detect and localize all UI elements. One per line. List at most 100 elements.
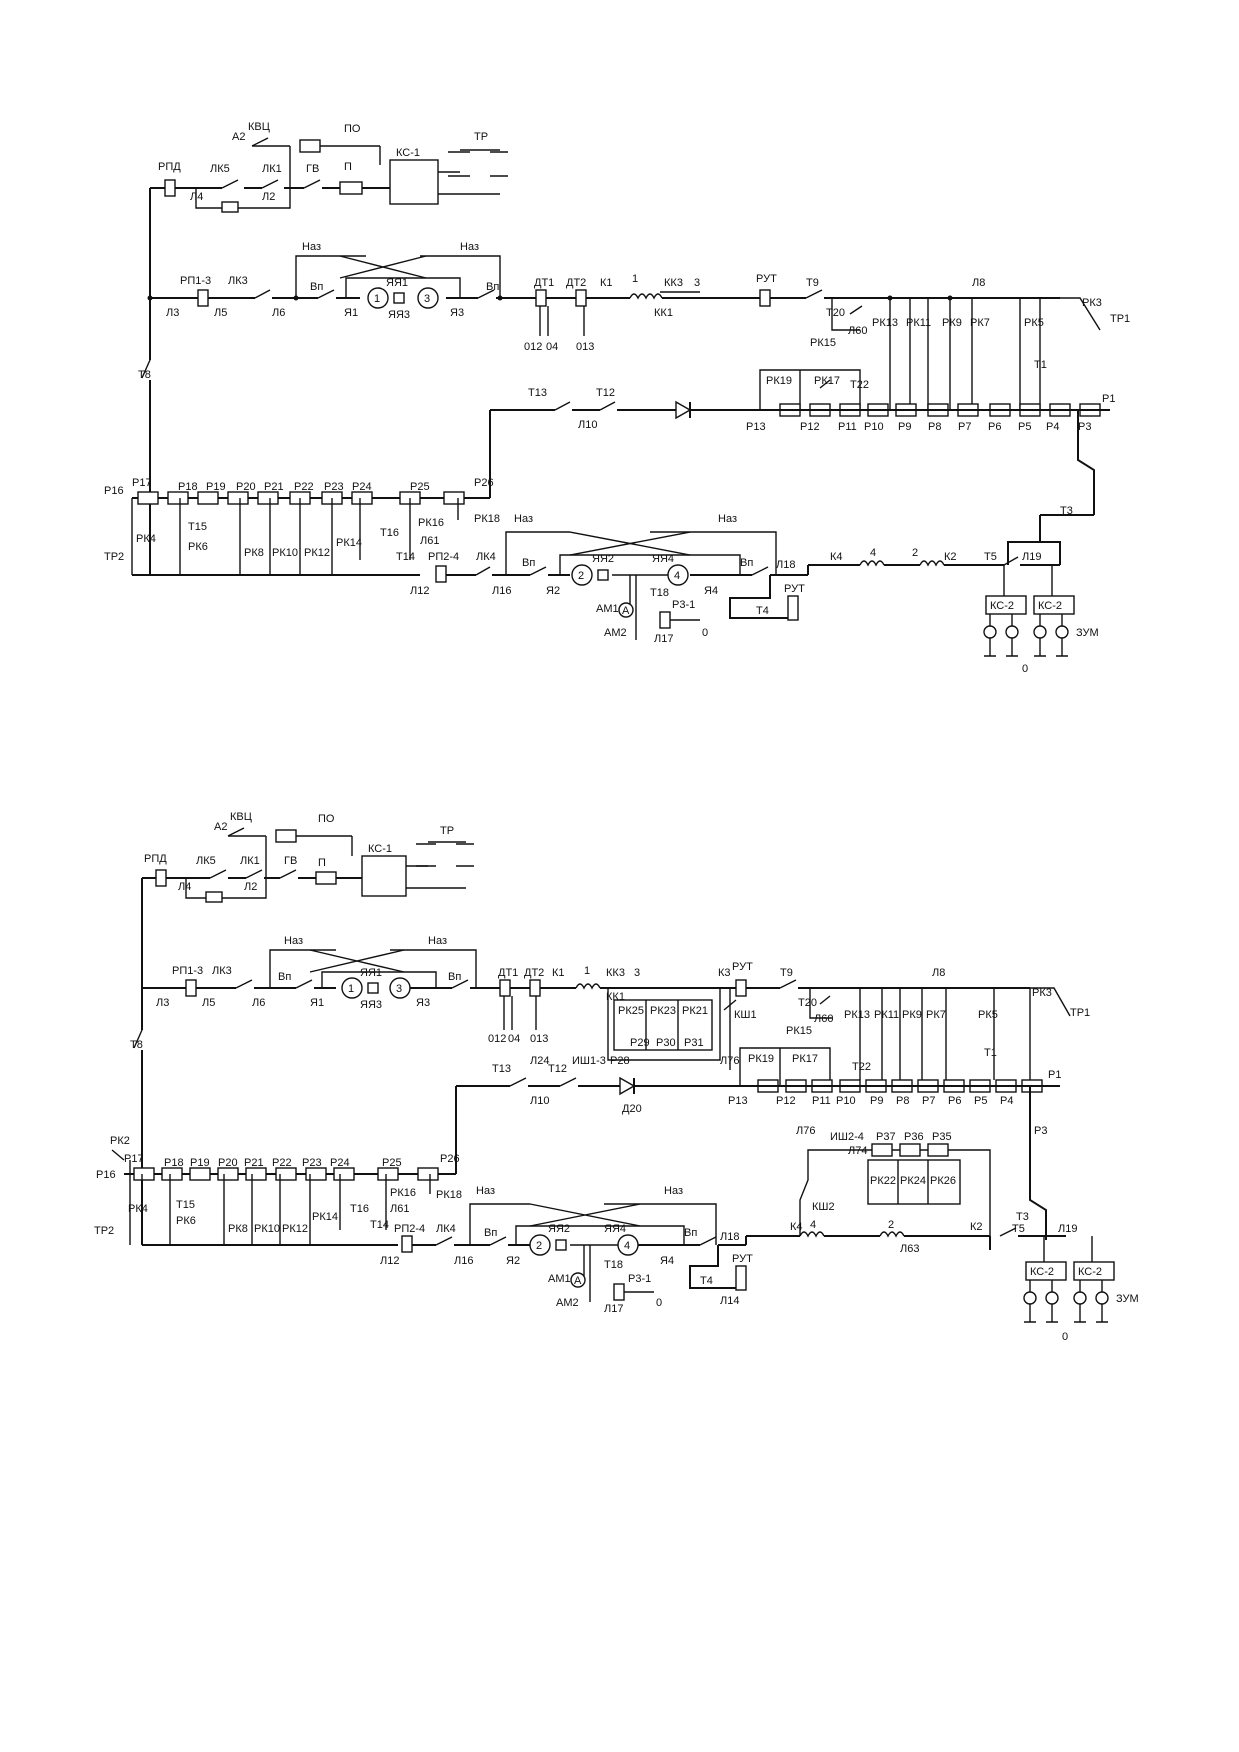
label-ks2-b-2: КС-2 [1078,1266,1102,1278]
label-p3-1: Р3-1 [672,599,695,611]
label-yya3: ЯЯ3 [388,309,410,321]
label-rut-b: РУТ [784,583,805,595]
label-p5-2: Р5 [974,1095,987,1107]
label-k4-2: К4 [790,1221,803,1233]
rp13-coil-1 [197,289,209,307]
label-l19-2: Л19 [1058,1223,1077,1235]
label-rk13: РК13 [872,317,898,329]
label-l12-2: Л12 [380,1255,399,1267]
label-rk10-2: РК10 [254,1223,280,1235]
label-rp13-2: РП1-3 [172,965,203,977]
label-p8-2: Р8 [896,1095,909,1107]
label-p7-2: Р7 [922,1095,935,1107]
label-rk21: РК21 [682,1005,708,1017]
row2-circuit-2: Т8 Т13 Т12 Л10 Д20 РК19 РК17 Т22 Р13 Р12… [130,1029,1061,1245]
label-p: П [344,161,352,173]
label-p17: Р17 [132,477,152,489]
label-rut-2: РУТ [732,961,753,973]
label-t16: Т16 [380,527,399,539]
ks2-relay-a-1 [985,595,1027,615]
label-p24-2: Р24 [330,1157,350,1169]
label-p11: Р11 [838,421,857,433]
label-rk16: РК16 [418,517,444,529]
label-p24: Р24 [352,481,372,493]
diode-1 [675,400,692,420]
label-n2: 2 [912,547,918,559]
label-t16-2: Т16 [350,1203,369,1215]
label-t5-2: Т5 [1012,1223,1025,1235]
label-ya4: Я4 [704,585,718,597]
label-ksh1: КШ1 [734,1009,757,1021]
label-t3-2: Т3 [1016,1211,1029,1223]
label-rut: РУТ [756,273,777,285]
label-l4: Л4 [190,191,203,203]
label-tr1-2: ТР1 [1070,1007,1090,1019]
label-t1-2: Т1 [984,1047,997,1059]
scheme-1: РПД ЛК5 ЛК1 ГВ Л4 Л2 А2 КВЦ ПО П КС-1 ТР [104,121,1130,675]
label-ks2-a-2: КС-2 [1030,1266,1054,1278]
label-ya1-2: Я1 [310,997,324,1009]
label-k2-2: К2 [970,1221,983,1233]
label-t14-2: Т14 [370,1219,389,1231]
label-am2-2: АМ2 [556,1297,579,1309]
label-rk19-2: РК19 [748,1053,774,1065]
label-rk24: РК24 [900,1175,926,1187]
label-p11-2: Р11 [812,1095,831,1107]
label-m1-2: 1 [348,983,354,995]
label-t18: Т18 [650,587,669,599]
label-n1: 1 [632,273,638,285]
label-rp24-2: РП2-4 [394,1223,425,1235]
label-am1-2: АМ1 [548,1273,571,1285]
label-rp13: РП1-3 [180,275,211,287]
rut-relay-1 [759,289,771,307]
label-p5: Р5 [1018,421,1031,433]
label-p22-2: Р22 [272,1157,292,1169]
row1-circuit-2: РП1-3 ЛК3 Л3 Л5 Л6 Наз Наз Вп Вп Я1 ЯЯ1 … [142,935,1090,1080]
label-t22-2: Т22 [852,1061,871,1073]
label-ya3-2: Я3 [416,997,430,1009]
label-l6-2: Л6 [252,997,265,1009]
label-l3-2: Л3 [156,997,169,1009]
label-zum-2: ЗУМ [1116,1293,1139,1305]
label-t4: Т4 [756,605,769,617]
label-kvc: КВЦ [248,121,270,133]
label-n3-2: 3 [634,967,640,979]
label-p10: Р10 [864,421,884,433]
label-naz-l: Наз [302,241,321,253]
motor-3 [417,287,439,309]
resistor-chain-row3-2 [133,1167,439,1181]
label-k1-2: К1 [552,967,565,979]
label-l16: Л16 [492,585,511,597]
label-l5: Л5 [214,307,227,319]
label-zum: ЗУМ [1076,627,1099,639]
ks2-relay-b-1 [1033,595,1075,615]
label-naz-r-b2: Наз [664,1185,683,1197]
label-tr2: ТР2 [104,551,124,563]
label-po: ПО [344,123,361,135]
rut-relay-1b [787,595,799,621]
label-vp-r: Вп [486,281,499,293]
label-l3: Л3 [166,307,179,319]
label-l6: Л6 [272,307,285,319]
label-rk23: РК23 [650,1005,676,1017]
label-dt2: ДТ2 [566,277,586,289]
label-t8: Т8 [138,369,151,381]
label-l60-2: Л60 [814,1013,833,1025]
label-t1: Т1 [1034,359,1047,371]
label-p16-2: Р16 [96,1169,116,1181]
ks1-relay-1 [389,159,439,205]
label-p25: Р25 [410,481,430,493]
diode-d20 [619,1076,636,1096]
label-n4-2: 4 [810,1219,816,1231]
label-rk5: РК5 [1024,317,1044,329]
row3-left-2: РК2 Р16 Р17 Р18 Р19 Р20 Р21 Р22 Р23 Р24 … [94,1086,473,1267]
rp24-coil-1 [435,565,447,583]
label-gv-2: ГВ [284,855,297,867]
label-dt1-2: ДТ1 [498,967,518,979]
label-l17: Л17 [654,633,673,645]
label-zero-a: 0 [702,627,708,639]
label-p37: Р37 [876,1131,896,1143]
label-k3: К3 [718,967,731,979]
label-p18: Р18 [178,481,198,493]
label-p21-2: Р21 [244,1157,264,1169]
